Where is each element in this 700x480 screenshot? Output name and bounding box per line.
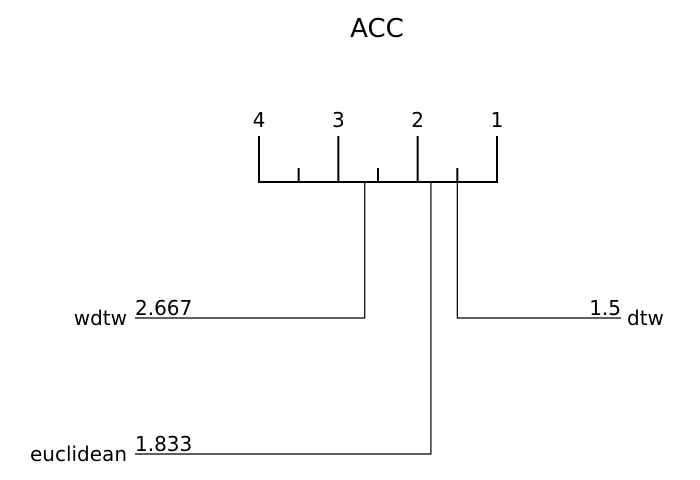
avg-rank-label-dtw: 1.5 — [589, 296, 621, 320]
method-label-euclidean: euclidean — [30, 442, 127, 466]
tick-label: 3 — [332, 108, 345, 132]
avg-rank-label-euclidean: 1.833 — [135, 432, 192, 456]
connector-euclidean — [135, 182, 432, 455]
tick-label: 1 — [491, 108, 504, 132]
method-label-dtw: dtw — [627, 306, 664, 330]
connector-wdtw — [135, 182, 366, 319]
method-label-wdtw: wdtw — [74, 306, 127, 330]
avg-rank-label-wdtw: 2.667 — [135, 296, 192, 320]
chart-title: ACC — [350, 14, 404, 44]
rank-axis-ticks: 4 3 2 1 — [253, 108, 504, 182]
connector-dtw — [456, 182, 621, 319]
tick-label: 4 — [253, 108, 266, 132]
tick-label: 2 — [411, 108, 424, 132]
